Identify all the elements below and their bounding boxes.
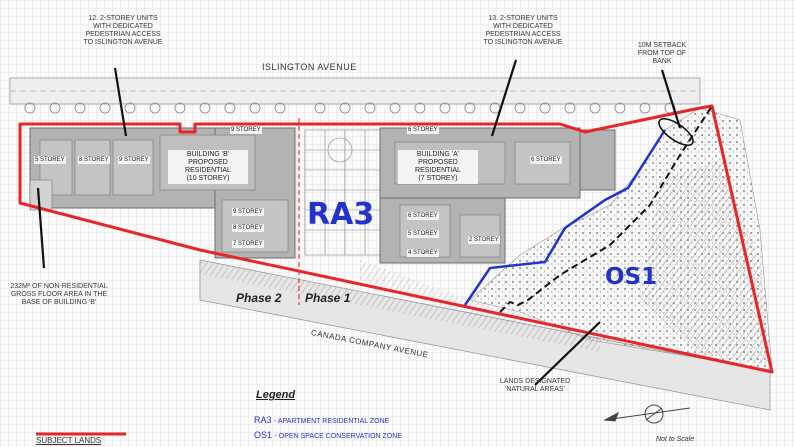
- road-hatching: [200, 260, 600, 352]
- not-to-scale-label: Not to Scale: [656, 436, 695, 443]
- setback-highlight-ellipse: [658, 117, 694, 147]
- north-arrow-icon: [603, 404, 691, 424]
- street-label-islington: ISLINGTON AVENUE: [262, 62, 357, 72]
- zone-label-os1: OS1: [605, 264, 658, 290]
- phase-1-label: Phase 1: [305, 291, 351, 305]
- building-a-footprint: [379, 127, 616, 264]
- note-units-13: 13. 2-STOREY UNITS WITH DEDICATED PEDEST…: [483, 15, 563, 46]
- storey-label: 5 STOREY: [407, 230, 439, 238]
- storey-label: 9 STOREY: [230, 126, 262, 134]
- storey-label: 6 STOREY: [530, 156, 562, 164]
- storey-label: 9 STOREY: [118, 156, 150, 164]
- street-trees: [24, 102, 676, 114]
- note-natural-areas: LANDS DESIGNATED 'NATURAL AREAS': [499, 378, 571, 393]
- legend-row-ra3: RA3 - APARTMENT RESIDENTIAL ZONE: [254, 415, 389, 425]
- storey-label: 7 STOREY: [232, 240, 264, 248]
- note-gross-floor-area: 232m² OF NON-RESIDENTIAL GROSS FLOOR ARE…: [10, 283, 108, 306]
- legend-ra3-code: RA3: [254, 415, 272, 425]
- legend-os1-desc: - OPEN SPACE CONSERVATION ZONE: [274, 433, 402, 440]
- leader-lines: [36, 59, 682, 386]
- note-units-12: 12. 2-STOREY UNITS WITH DEDICATED PEDEST…: [83, 15, 163, 46]
- storey-label: 2 STOREY: [468, 236, 500, 244]
- natural-area-boundary: [463, 129, 667, 306]
- storey-label: 8 STOREY: [78, 156, 110, 164]
- slope-hatching: [640, 160, 770, 365]
- storey-label: 6 STOREY: [407, 212, 439, 220]
- building-b-label: BUILDING 'B' PROPOSED RESIDENTIAL (10 ST…: [168, 150, 248, 184]
- zone-label-ra3: RA3: [307, 197, 375, 232]
- storey-label: 4 STOREY: [407, 249, 439, 257]
- setback-line: [499, 105, 713, 313]
- storey-label: 8 STOREY: [232, 224, 264, 232]
- phase-2-label: Phase 2: [236, 291, 282, 305]
- note-setback: 10m SETBACK FROM TOP OF BANK: [637, 42, 687, 65]
- building-a-label: BUILDING 'A' PROPOSED RESIDENTIAL (7 STO…: [398, 150, 478, 184]
- legend-subject-lands: SUBJECT LANDS: [36, 436, 102, 445]
- legend-title: Legend: [256, 389, 296, 401]
- legend-os1-code: OS1: [254, 430, 273, 440]
- legend-ra3-desc: - APARTMENT RESIDENTIAL ZONE: [274, 418, 390, 425]
- legend-row-os1: OS1 - OPEN SPACE CONSERVATION ZONE: [254, 430, 402, 440]
- subject-lands-boundary: [18, 104, 774, 374]
- storey-label: 5 STOREY: [34, 156, 66, 164]
- storey-label: 6 STOREY: [407, 126, 439, 134]
- storey-label: 9 STOREY: [232, 208, 264, 216]
